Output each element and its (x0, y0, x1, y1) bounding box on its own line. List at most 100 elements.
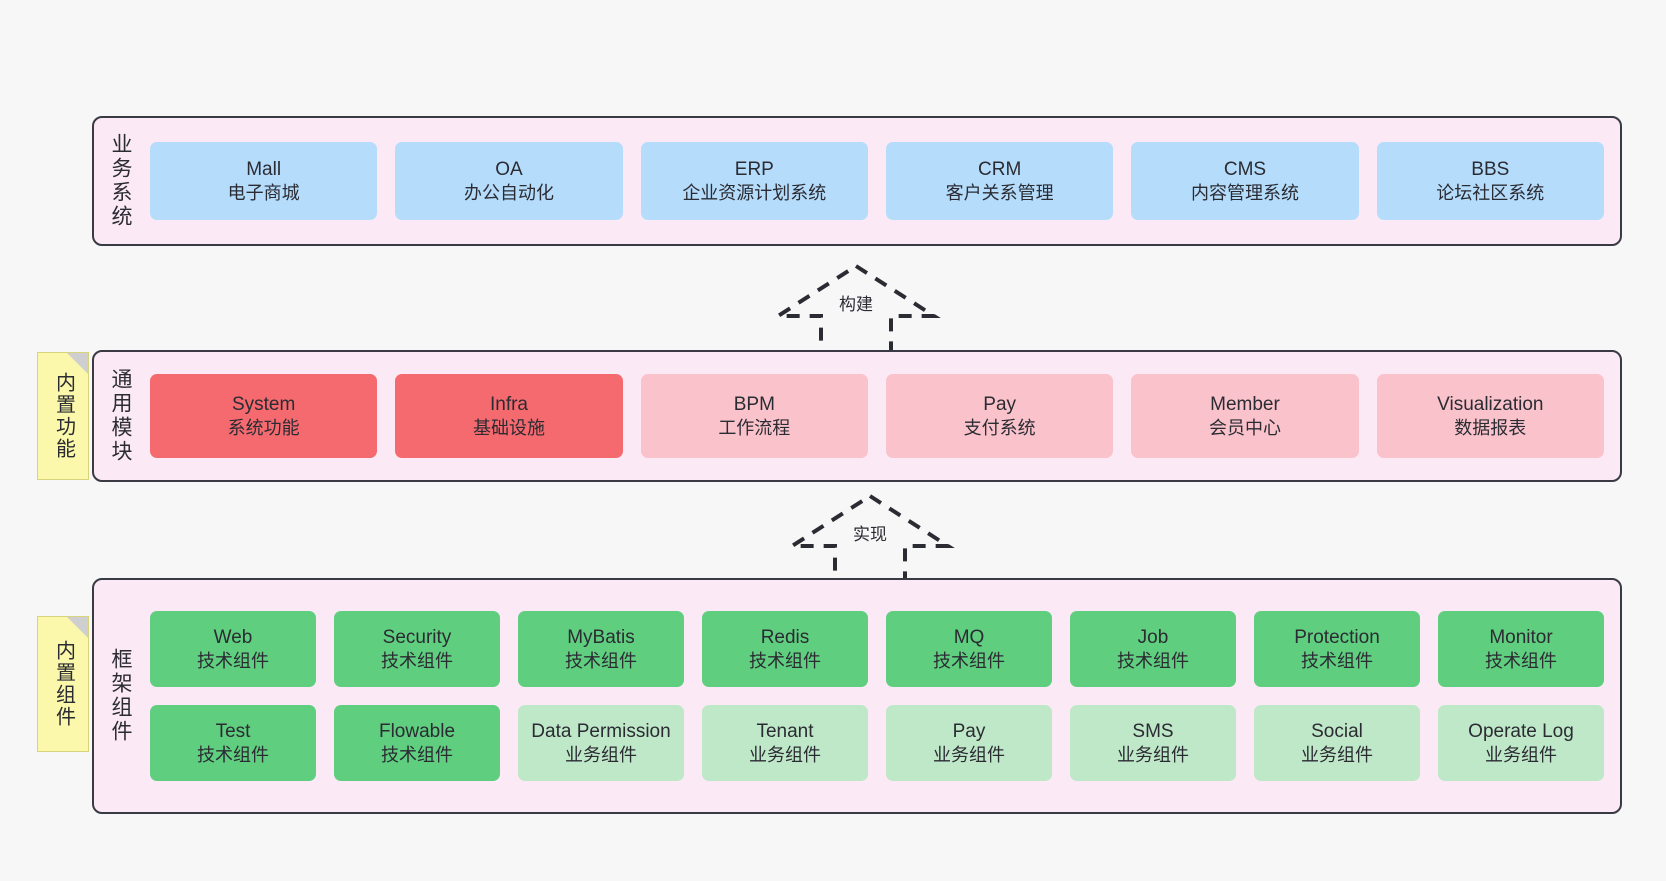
card-subtitle: 电子商城 (227, 182, 300, 203)
card-title: CMS (1223, 158, 1267, 180)
card-bpm[interactable]: BPM 工作流程 (640, 374, 868, 458)
card-title: Pay (983, 393, 1017, 415)
card-flowable[interactable]: Flowable 技术组件 (334, 705, 500, 781)
card-subtitle: 技术组件 (197, 650, 269, 671)
card-subtitle: 技术组件 (749, 650, 821, 671)
card-crm[interactable]: CRM 客户关系管理 (885, 142, 1114, 220)
card-row: Mall 电子商城 OA 办公自动化 ERP 企业资源计划系统 CRM 客户关系… (150, 142, 1604, 220)
card-title: Protection (1294, 626, 1380, 648)
card-pay-business[interactable]: Pay 业务组件 (886, 705, 1052, 781)
card-subtitle: 办公自动化 (463, 182, 554, 203)
card-operate-log[interactable]: Operate Log 业务组件 (1438, 705, 1604, 781)
card-job[interactable]: Job 技术组件 (1070, 611, 1236, 687)
card-visualization[interactable]: Visualization 数据报表 (1376, 374, 1604, 458)
card-subtitle: 业务组件 (749, 744, 821, 765)
layer-label-common-modules: 通用模块 (109, 368, 133, 464)
card-title: Security (382, 626, 452, 648)
card-data-permission[interactable]: Data Permission 业务组件 (518, 705, 684, 781)
layer-label-framework-components: 框架组件 (109, 648, 133, 744)
card-title: CRM (978, 158, 1022, 180)
connector-label: 实现 (851, 525, 889, 545)
card-title: MyBatis (567, 626, 635, 648)
card-subtitle: 业务组件 (1301, 744, 1373, 765)
card-row: Test 技术组件 Flowable 技术组件 Data Permission … (150, 705, 1604, 781)
card-pay[interactable]: Pay 支付系统 (885, 374, 1114, 458)
card-subtitle: 技术组件 (933, 650, 1005, 671)
card-subtitle: 技术组件 (1117, 650, 1189, 671)
card-redis[interactable]: Redis 技术组件 (702, 611, 868, 687)
card-title: Monitor (1489, 626, 1553, 648)
card-protection[interactable]: Protection 技术组件 (1254, 611, 1420, 687)
layer-body-business-system: Mall 电子商城 OA 办公自动化 ERP 企业资源计划系统 CRM 客户关系… (146, 118, 1620, 244)
card-title: Operate Log (1468, 720, 1574, 742)
card-title: Test (215, 720, 251, 742)
card-title: Job (1137, 626, 1169, 648)
card-subtitle: 工作流程 (718, 417, 791, 438)
card-title: BBS (1471, 158, 1510, 180)
note-builtin-function: 内置功能 (37, 352, 89, 480)
card-subtitle: 论坛社区系统 (1436, 182, 1545, 203)
card-security[interactable]: Security 技术组件 (334, 611, 500, 687)
layer-body-framework-components: Web 技术组件 Security 技术组件 MyBatis 技术组件 Redi… (146, 580, 1620, 812)
card-subtitle: 系统功能 (227, 417, 300, 438)
card-subtitle: 业务组件 (933, 744, 1005, 765)
note-label: 内置功能 (52, 372, 75, 460)
card-subtitle: 技术组件 (1301, 650, 1373, 671)
card-subtitle: 技术组件 (565, 650, 637, 671)
card-infra[interactable]: Infra 基础设施 (395, 374, 623, 458)
card-title: Infra (489, 393, 528, 415)
card-mybatis[interactable]: MyBatis 技术组件 (518, 611, 684, 687)
card-title: OA (495, 158, 523, 180)
card-title: Data Permission (531, 720, 671, 742)
card-tenant[interactable]: Tenant 业务组件 (702, 705, 868, 781)
card-subtitle: 技术组件 (1485, 650, 1557, 671)
card-oa[interactable]: OA 办公自动化 (395, 142, 623, 220)
card-subtitle: 会员中心 (1208, 417, 1281, 438)
note-label: 内置组件 (52, 640, 75, 728)
card-row: Web 技术组件 Security 技术组件 MyBatis 技术组件 Redi… (150, 611, 1604, 687)
folded-corner-icon (67, 353, 88, 374)
card-title: Flowable (378, 720, 456, 742)
card-system[interactable]: System 系统功能 (150, 374, 378, 458)
card-monitor[interactable]: Monitor 技术组件 (1438, 611, 1604, 687)
card-mall[interactable]: Mall 电子商城 (150, 142, 378, 220)
card-title: BPM (733, 393, 775, 415)
connector-build: 构建 (771, 260, 941, 354)
card-subtitle: 业务组件 (1117, 744, 1189, 765)
layer-common-modules: 通用模块 System 系统功能 Infra 基础设施 BPM 工作流程 Pay (92, 350, 1622, 482)
note-builtin-component: 内置组件 (37, 616, 89, 752)
card-subtitle: 数据报表 (1454, 417, 1527, 438)
card-subtitle: 客户关系管理 (945, 182, 1054, 203)
card-subtitle: 业务组件 (565, 744, 637, 765)
card-subtitle: 内容管理系统 (1190, 182, 1299, 203)
card-title: System (231, 393, 296, 415)
layer-framework-components: 框架组件 Web 技术组件 Security 技术组件 MyBatis 技术组件… (92, 578, 1622, 814)
layer-label-business-system: 业务系统 (109, 133, 133, 229)
card-subtitle: 业务组件 (1485, 744, 1557, 765)
card-web[interactable]: Web 技术组件 (150, 611, 316, 687)
card-title: Web (213, 626, 253, 648)
card-mq[interactable]: MQ 技术组件 (886, 611, 1052, 687)
card-title: Pay (952, 720, 986, 742)
card-bbs[interactable]: BBS 论坛社区系统 (1376, 142, 1604, 220)
card-member[interactable]: Member 会员中心 (1131, 374, 1359, 458)
card-title: SMS (1132, 720, 1174, 742)
card-sms[interactable]: SMS 业务组件 (1070, 705, 1236, 781)
card-title: Member (1210, 393, 1280, 415)
card-test[interactable]: Test 技术组件 (150, 705, 316, 781)
connector-label: 构建 (837, 295, 875, 315)
card-subtitle: 基础设施 (472, 417, 545, 438)
card-title: Mall (246, 158, 282, 180)
card-cms[interactable]: CMS 内容管理系统 (1131, 142, 1359, 220)
card-social[interactable]: Social 业务组件 (1254, 705, 1420, 781)
hollow-arrow-up-icon (771, 263, 941, 354)
folded-corner-icon (67, 617, 88, 638)
card-title: Social (1311, 720, 1363, 742)
card-title: Tenant (756, 720, 814, 742)
hollow-arrow-up-icon (785, 493, 955, 584)
layer-business-system: 业务系统 Mall 电子商城 OA 办公自动化 ERP 企业资源计划系统 CRM (92, 116, 1622, 246)
card-erp[interactable]: ERP 企业资源计划系统 (640, 142, 868, 220)
card-title: Redis (760, 626, 810, 648)
layer-body-common-modules: System 系统功能 Infra 基础设施 BPM 工作流程 Pay 支付系统… (146, 352, 1620, 480)
